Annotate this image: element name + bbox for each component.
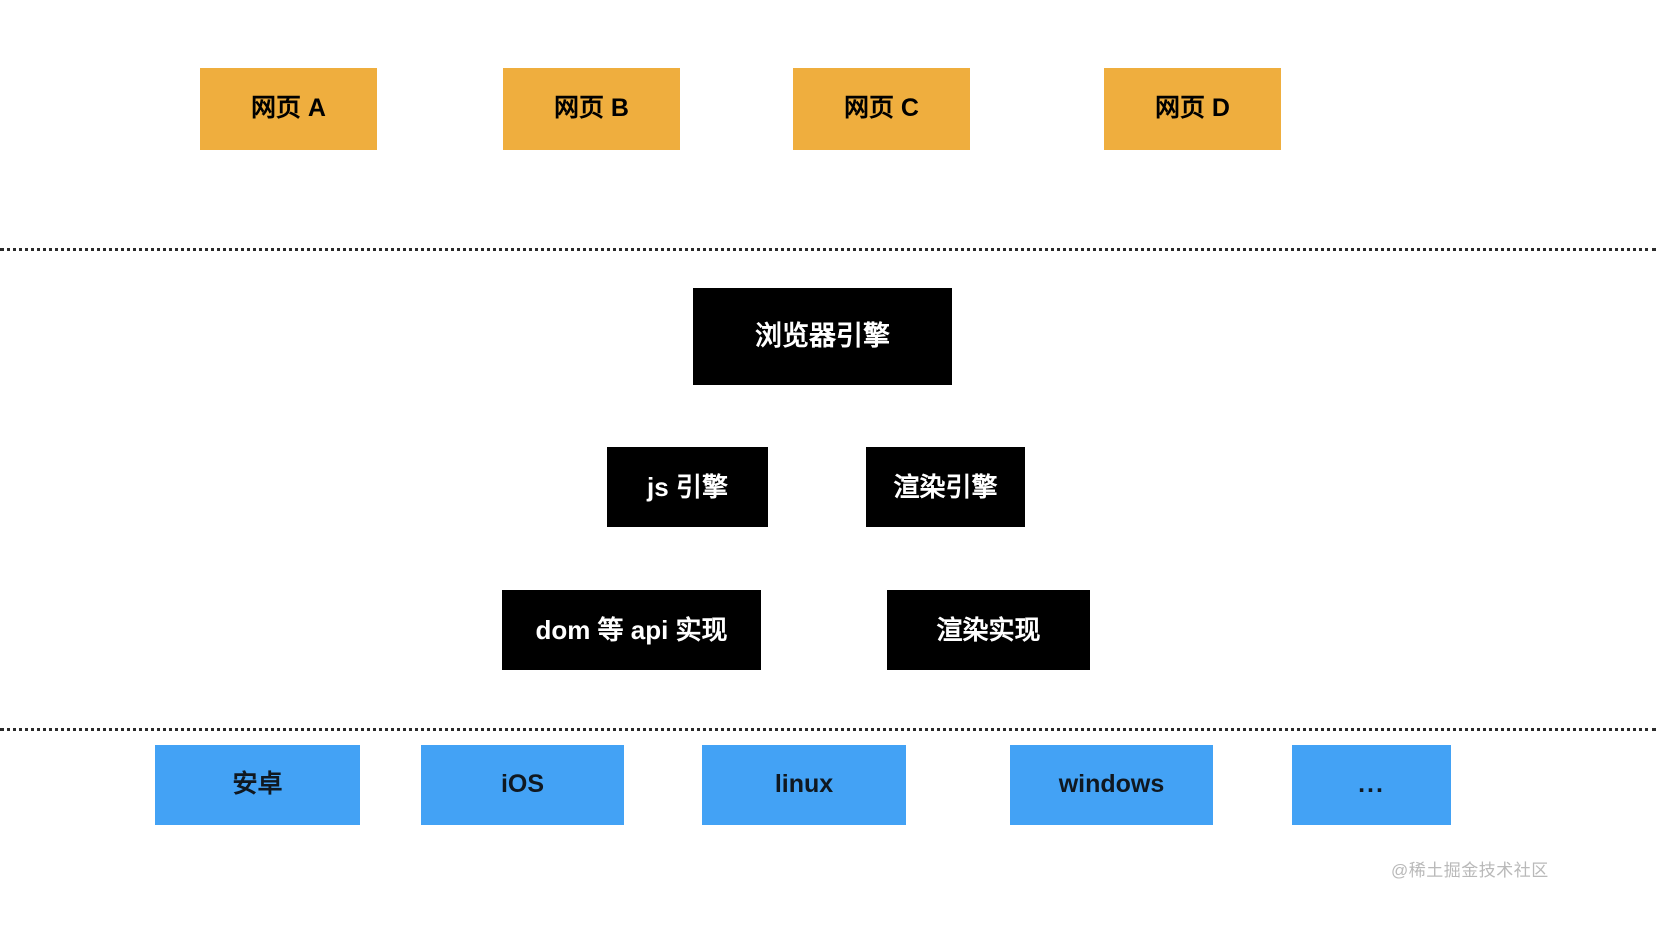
render-engine-label: 渲染引擎 (893, 471, 998, 502)
web-page-label-a: 网页 A (250, 94, 326, 123)
watermark: @稀土掘金技术社区 (1391, 861, 1549, 880)
web-page-label-b: 网页 B (553, 94, 629, 123)
render-impl-label: 渲染实现 (936, 614, 1041, 645)
os-box-windows: windows (1010, 745, 1213, 825)
os-box-android: 安卓 (155, 745, 360, 825)
os-label-more: ... (1358, 770, 1385, 799)
browser-engine-box: 浏览器引擎 (693, 288, 952, 385)
web-page-box-d: 网页 D (1104, 68, 1281, 150)
web-page-label-c: 网页 C (843, 94, 919, 123)
divider-bottom (0, 728, 1656, 731)
render-impl-box: 渲染实现 (887, 590, 1090, 670)
browser-engine-label: 浏览器引擎 (755, 320, 890, 351)
web-page-label-d: 网页 D (1154, 94, 1230, 123)
os-label-android: 安卓 (232, 770, 283, 799)
dom-api-impl-box: dom 等 api 实现 (502, 590, 761, 670)
dom-api-impl-label: dom 等 api 实现 (535, 614, 728, 645)
web-page-box-c: 网页 C (793, 68, 970, 150)
os-box-ios: iOS (421, 745, 624, 825)
os-box-more: ... (1292, 745, 1451, 825)
render-engine-box: 渲染引擎 (866, 447, 1025, 527)
web-page-box-a: 网页 A (200, 68, 377, 150)
os-box-linux: linux (702, 745, 906, 825)
divider-top (0, 248, 1656, 251)
os-label-windows: windows (1058, 770, 1165, 799)
js-engine-label: js 引擎 (647, 471, 728, 502)
os-label-ios: iOS (500, 770, 545, 799)
os-label-linux: linux (774, 770, 834, 799)
js-engine-box: js 引擎 (607, 447, 768, 527)
web-page-box-b: 网页 B (503, 68, 680, 150)
